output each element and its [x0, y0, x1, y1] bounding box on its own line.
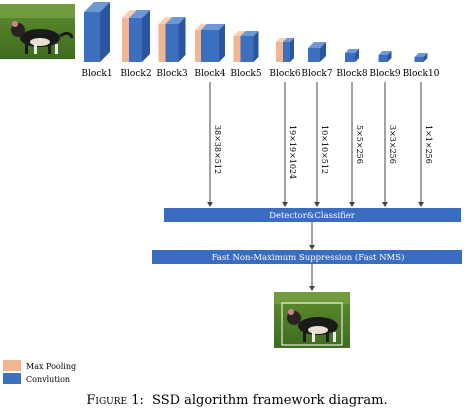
block-9 [378, 51, 392, 62]
block-1 [84, 2, 110, 62]
feature-map-arrow-1: 38×38×512 [207, 82, 222, 207]
block-3 [158, 17, 186, 62]
caption-text: SSD algorithm framework diagram. [152, 393, 388, 408]
input-image [0, 4, 75, 59]
block-5 [233, 31, 259, 62]
output-image [274, 292, 350, 348]
detector-classifier-bar: Detector&Classifier [164, 208, 461, 222]
feature-map-arrow-4: 5×5×256 [349, 82, 364, 207]
block-label-10: Block10 [403, 69, 440, 79]
block-4 [195, 24, 225, 62]
feature-map-size-3: 10×10×512 [320, 125, 329, 174]
feature-map-arrow-2: 19×19×1024 [282, 82, 297, 207]
block-label-4: Block4 [194, 69, 225, 79]
figure-caption: Figure 1: SSD algorithm framework diagra… [86, 393, 387, 408]
block-2 [122, 10, 150, 62]
block-label-7: Block7 [301, 69, 332, 79]
block-label-9: Block9 [369, 69, 400, 79]
network-blocks [84, 2, 428, 62]
detector-label: Detector&Classifier [269, 211, 356, 221]
arrow-detector-to-nms [309, 222, 315, 250]
block-label-3: Block3 [156, 69, 187, 79]
legend: Max Pooling Convlution [3, 360, 76, 384]
block-10 [414, 53, 428, 62]
feature-map-size-6: 1×1×256 [424, 125, 433, 164]
block-7 [308, 42, 326, 62]
legend-max-pooling: Max Pooling [26, 362, 76, 371]
block-label-2: Block2 [120, 69, 151, 79]
block-label-6: Block6 [269, 69, 300, 79]
max-pooling-swatch [3, 360, 21, 371]
feature-map-arrows: 38×38×512 19×19×1024 10×10×512 5×5×256 3×3×2… [207, 82, 433, 207]
feature-map-arrow-6: 1×1×256 [418, 82, 433, 207]
fast-nms-bar: Fast Non-Maximum Suppression (Fast NMS) [152, 250, 462, 264]
nms-label: Fast Non-Maximum Suppression (Fast NMS) [212, 252, 405, 263]
feature-map-size-5: 3×3×256 [388, 125, 397, 164]
block-label-8: Block8 [336, 69, 367, 79]
block-label-5: Block5 [230, 69, 261, 79]
block-6 [276, 38, 294, 62]
feature-map-size-2: 19×19×1024 [288, 125, 297, 179]
feature-map-size-1: 38×38×512 [213, 125, 222, 174]
block-label-1: Block1 [81, 69, 112, 79]
detection-box [281, 302, 343, 346]
feature-map-arrow-5: 3×3×256 [382, 82, 397, 207]
svg-text:Figure 1: SSD algorithm: Figure 1: SSD algorithm framework diagra… [86, 393, 387, 408]
feature-map-arrow-3: 10×10×512 [314, 82, 329, 207]
caption-figure-number: Figure 1: [86, 393, 143, 408]
convolution-swatch [3, 373, 21, 384]
block-8 [345, 49, 359, 62]
feature-map-size-4: 5×5×256 [355, 125, 364, 164]
legend-convolution: Convlution [26, 375, 70, 384]
arrow-nms-to-output [309, 264, 315, 291]
